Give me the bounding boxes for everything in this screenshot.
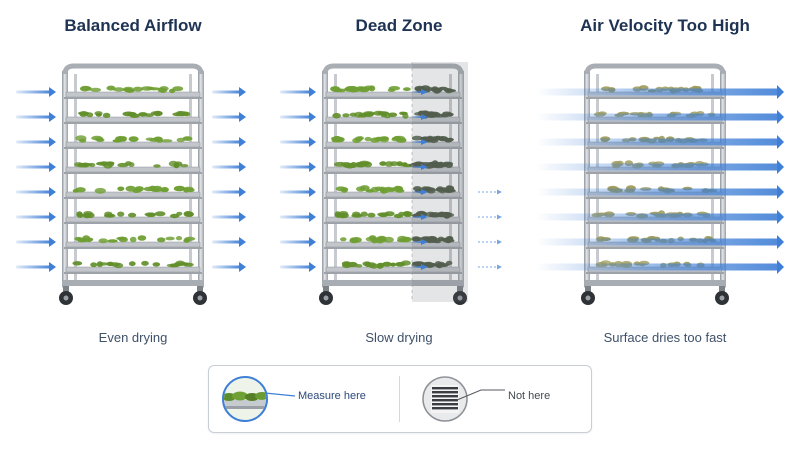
airflow-out-arrow (212, 237, 246, 247)
panel-title: Balanced Airflow (64, 16, 202, 35)
drying-tray (64, 135, 202, 149)
airflow-out-arrow (212, 162, 246, 172)
panel-caption: Slow drying (365, 330, 433, 345)
high-velocity-arrow (536, 185, 784, 199)
measure-here-label: Measure here (298, 390, 366, 402)
caster-wheel (59, 286, 73, 305)
airflow-in-arrow (280, 262, 316, 272)
rack-illustration-too-high (536, 63, 784, 305)
weak-airflow-out-arrow (478, 239, 502, 245)
dead-zone-shade (412, 62, 468, 302)
airflow-fading-arrow (412, 264, 428, 270)
airflow-in-arrow (16, 262, 56, 272)
drying-tray (64, 85, 202, 99)
airflow-fading-arrow (412, 89, 428, 95)
airflow-in-arrow (16, 212, 56, 222)
drying-tray (64, 185, 202, 199)
airflow-fading-arrow (412, 139, 428, 145)
caster-wheel (581, 286, 595, 305)
caster-wheel (453, 286, 467, 305)
drying-tray (64, 235, 202, 249)
rack-frame (584, 63, 726, 288)
airflow-in-arrow (280, 137, 316, 147)
not-here-grille-icon (422, 376, 505, 422)
airflow-in-arrow (280, 212, 316, 222)
airflow-out-arrow (212, 112, 246, 122)
airflow-out-arrow (212, 137, 246, 147)
measure-here-magnifier-icon (222, 376, 296, 422)
high-velocity-arrow (536, 235, 784, 249)
airflow-in-arrow (280, 87, 316, 97)
panel-air-velocity-too-high: Air Velocity Too High Surface dries too … (532, 0, 798, 360)
airflow-fading-arrow (412, 189, 428, 195)
airflow-in-arrow (16, 112, 56, 122)
high-velocity-arrow (536, 210, 784, 224)
airflow-in-arrow (280, 187, 316, 197)
caster-wheel (193, 286, 207, 305)
drying-tray (64, 211, 202, 224)
drying-tray (64, 260, 202, 274)
panel-title: Air Velocity Too High (580, 16, 750, 35)
measurement-legend: Measure here Not here (208, 365, 592, 433)
rack-frame (62, 63, 204, 288)
not-here-label: Not here (508, 390, 551, 402)
caster-wheel (715, 286, 729, 305)
airflow-in-arrow (280, 162, 316, 172)
panel-dead-zone: Dead Zone Slow drying (266, 0, 532, 360)
legend-divider (399, 376, 400, 422)
high-velocity-arrow (536, 260, 784, 274)
weak-airflow-out-arrow (478, 264, 502, 270)
airflow-fading-arrow (412, 114, 428, 120)
high-velocity-arrow (536, 160, 784, 174)
airflow-out-arrow (212, 87, 246, 97)
airflow-fading-arrow (412, 214, 428, 220)
rack-frame (322, 63, 464, 288)
airflow-in-arrow (280, 237, 316, 247)
rack-illustration-dead-zone (280, 62, 502, 305)
high-velocity-arrow (536, 110, 784, 124)
airflow-fading-arrow (412, 239, 428, 245)
airflow-fading-arrow (412, 164, 428, 170)
high-velocity-arrow (536, 85, 784, 99)
drying-tray (324, 235, 462, 249)
weak-airflow-out-arrow (478, 189, 502, 195)
panel-caption: Even drying (98, 330, 168, 345)
drying-tray (324, 185, 462, 199)
airflow-in-arrow (280, 112, 316, 122)
airflow-in-arrow (16, 137, 56, 147)
drying-tray (324, 260, 462, 274)
drying-tray (324, 210, 462, 224)
airflow-out-arrow (212, 187, 246, 197)
airflow-in-arrow (16, 187, 56, 197)
panel-title: Dead Zone (355, 16, 443, 35)
weak-airflow-out-arrow (478, 214, 502, 220)
airflow-out-arrow (212, 212, 246, 222)
rack-illustration-balanced (16, 63, 246, 305)
drying-tray (64, 160, 202, 174)
airflow-in-arrow (16, 237, 56, 247)
airflow-out-arrow (212, 262, 246, 272)
panel-caption: Surface dries too fast (603, 330, 727, 345)
airflow-in-arrow (16, 87, 56, 97)
airflow-in-arrow (16, 162, 56, 172)
drying-tray (324, 135, 462, 149)
drying-tray (64, 110, 202, 124)
panel-balanced-airflow: Balanced Airflow Even drying (0, 0, 266, 360)
caster-wheel (319, 286, 333, 305)
drying-tray (324, 110, 462, 124)
high-velocity-arrow (536, 135, 784, 149)
